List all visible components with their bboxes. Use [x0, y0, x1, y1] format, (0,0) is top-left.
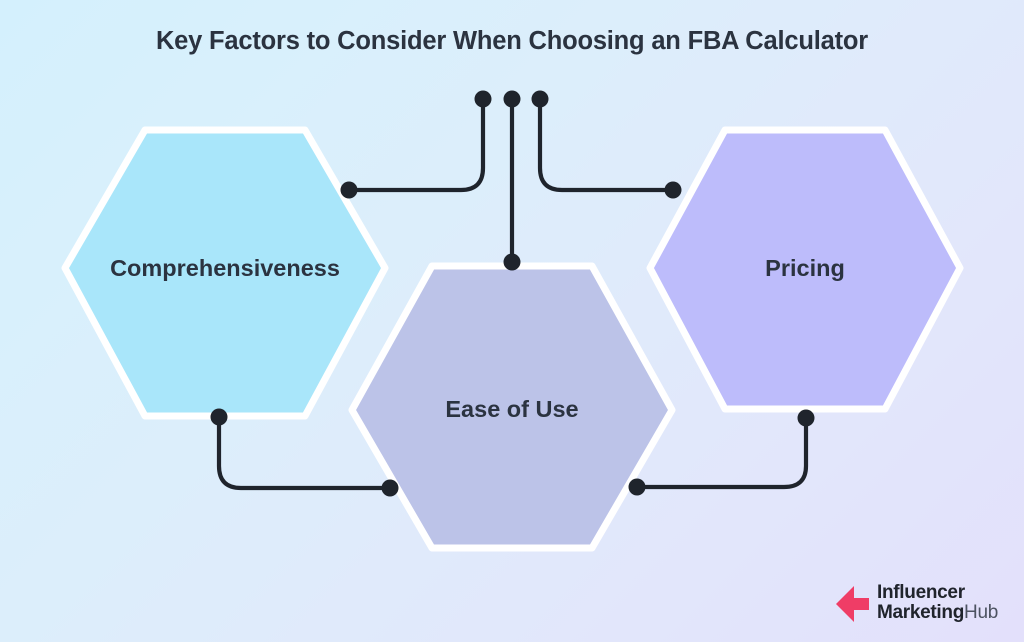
connector-bottom-left-dot-target — [381, 479, 399, 497]
brand-logo[interactable]: Influencer MarketingHub — [835, 582, 998, 624]
connector-top-left-dot-target — [340, 181, 358, 199]
connector-top-left-dot-hub — [474, 90, 492, 108]
connector-bottom-left-dot-source — [210, 408, 228, 426]
connector-top-left — [340, 90, 492, 199]
connector-bottom-right-path — [635, 417, 809, 490]
hexagon-ease-of-use-label: Ease of Use — [445, 396, 578, 422]
connector-top-right-dot-target — [664, 181, 682, 199]
connector-bottom-right-dot-source — [797, 409, 815, 427]
page-title: Key Factors to Consider When Choosing an… — [155, 27, 869, 55]
hexagon-comprehensiveness-label: Comprehensiveness — [110, 255, 340, 281]
connector-top-right-dot-hub — [531, 90, 549, 108]
connector-top-right-path — [537, 97, 675, 193]
connector-top-left-path — [347, 97, 486, 193]
hexagon-comprehensiveness-shape — [61, 126, 389, 420]
hexagon-pricing-label: Pricing — [765, 255, 845, 281]
logo-word-hub: Hub — [964, 602, 998, 623]
hexagon-pricing-shape — [646, 126, 964, 413]
connector-top-middle-dot-target — [503, 253, 521, 271]
connector-bottom-left — [210, 408, 399, 497]
logo-word-marketing: Marketing — [876, 602, 965, 623]
connector-bottom-right-dot-target — [628, 478, 646, 496]
connector-bottom-right — [628, 409, 815, 496]
logo-line-marketinghub: MarketingHub — [877, 603, 998, 623]
logo-arrow-icon — [835, 586, 869, 622]
connector-top-right — [531, 90, 682, 199]
hexagon-ease-of-use[interactable]: Ease of Use — [348, 262, 676, 552]
logo-line-influencer: Influencer — [876, 582, 965, 604]
hexagon-comprehensiveness[interactable]: Comprehensiveness — [61, 126, 389, 420]
connector-top-middle — [503, 90, 521, 271]
hexagon-pricing[interactable]: Pricing — [646, 126, 964, 413]
connector-top-middle-dot-hub — [503, 90, 521, 108]
logo-wordmark: Influencer MarketingHub — [877, 583, 998, 622]
connector-bottom-left-path — [216, 416, 392, 491]
hexagon-ease-of-use-shape — [348, 262, 676, 552]
